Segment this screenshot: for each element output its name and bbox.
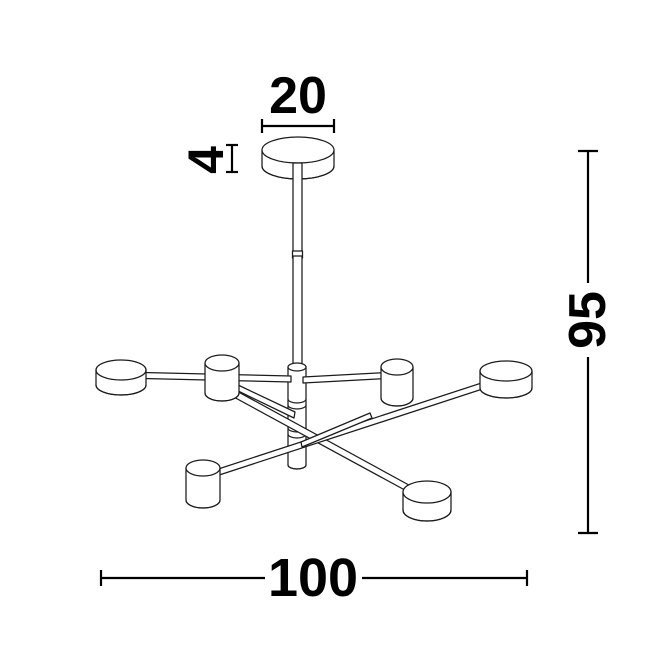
shade-right-far-top xyxy=(479,360,533,382)
shade-right-mid-top xyxy=(380,358,414,376)
arm-hub-stub-right-rod xyxy=(300,412,373,448)
rod-upper-body xyxy=(292,162,303,254)
shade-left-mid-bottom-rim xyxy=(204,392,240,402)
shade-left-mid-top xyxy=(204,354,240,372)
canopy-diameter-label: 20 xyxy=(269,67,327,125)
rod-lower-body xyxy=(292,255,303,369)
shade-lower-right xyxy=(402,480,452,522)
shade-lower-left-bottom-rim xyxy=(185,499,221,509)
shade-lower-left-top xyxy=(185,459,221,477)
ceiling-canopy xyxy=(261,136,335,180)
total-height-label: 95 xyxy=(559,291,617,349)
dimension-total-width: 100 xyxy=(99,548,529,608)
shade-right-mid xyxy=(380,358,414,407)
arm-hub-stub-right xyxy=(300,412,373,448)
shade-lower-right-bottom-rim xyxy=(402,509,452,522)
suspension-rod-upper xyxy=(291,162,304,369)
hub-segment-line-1 xyxy=(287,398,307,404)
shade-left-far-bottom-rim xyxy=(95,384,147,396)
dimension-canopy-diameter: 20 xyxy=(260,67,336,133)
dimension-canopy-height: 4 xyxy=(178,143,238,174)
shade-lower-left xyxy=(185,459,221,509)
chandelier-drawing xyxy=(95,136,533,522)
dimension-total-height: 95 xyxy=(559,149,617,535)
canopy-height-label: 4 xyxy=(178,146,234,174)
shade-right-far xyxy=(479,360,533,399)
shade-left-far-top xyxy=(95,359,147,381)
hub-bottom-rim xyxy=(287,464,307,470)
hub-segment-line-2 xyxy=(287,404,307,410)
hub-top-ellipse xyxy=(287,362,307,372)
canopy-top-ellipse xyxy=(261,136,335,164)
shade-lower-right-top xyxy=(402,480,452,504)
shade-right-far-bottom-rim xyxy=(479,387,533,399)
shade-left-far xyxy=(95,359,147,396)
shade-right-mid-bottom-rim xyxy=(380,397,414,407)
total-width-label: 100 xyxy=(268,548,358,608)
shade-left-mid xyxy=(204,354,240,402)
